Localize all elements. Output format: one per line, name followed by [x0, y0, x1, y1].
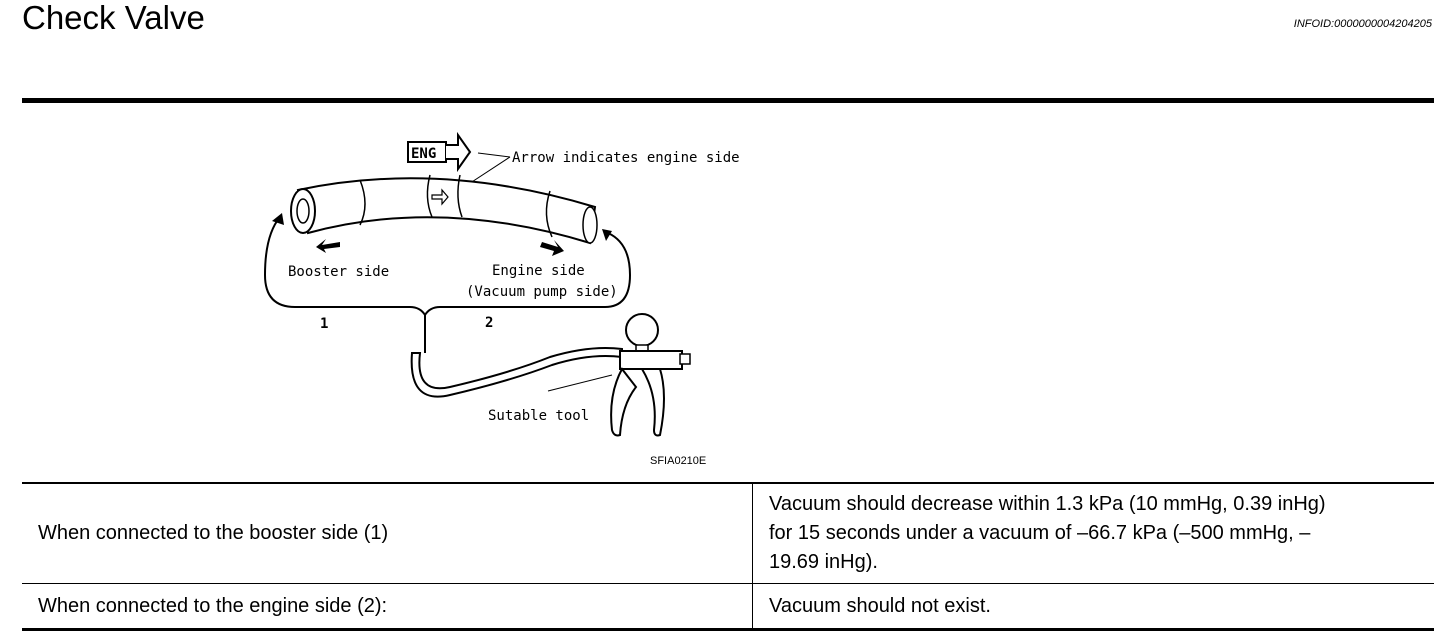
vacuum-pump-icon	[610, 313, 691, 437]
check-valve-diagram: ENG Arrow indicates engine side Booster …	[263, 131, 740, 437]
result-line: for 15 seconds under a vacuum of –66.7 k…	[769, 522, 1311, 544]
arrow-note: Arrow indicates engine side	[512, 150, 740, 166]
port-2-label: 2	[485, 315, 493, 331]
eng-arrow-icon	[407, 131, 472, 173]
result-line: Vacuum should decrease within 1.3 kPa (1…	[769, 493, 1326, 515]
engine-side-sublabel: (Vacuum pump side)	[466, 284, 618, 300]
figure-code: SFIA0210E	[650, 455, 707, 467]
booster-side-label: Booster side	[288, 264, 389, 280]
check-valve-hose	[290, 174, 598, 245]
tool-label: Sutable tool	[488, 408, 589, 424]
condition-cell: When connected to the booster side (1)	[22, 482, 753, 584]
page-title: Check Valve	[22, 0, 205, 36]
booster-flow-icon	[316, 239, 340, 253]
header-rule	[22, 98, 1434, 103]
table-row: When connected to the booster side (1) V…	[22, 482, 1434, 584]
result-line: 19.69 inHg).	[769, 551, 878, 573]
condition-cell: When connected to the engine side (2):	[22, 583, 753, 631]
table-row: When connected to the engine side (2): V…	[22, 583, 1434, 631]
result-cell: Vacuum should decrease within 1.3 kPa (1…	[752, 482, 1434, 584]
result-cell: Vacuum should not exist.	[752, 583, 1434, 631]
port-1-label: 1	[320, 316, 328, 332]
engine-side-label: Engine side	[492, 263, 585, 279]
eng-badge-text: ENG	[411, 146, 436, 162]
info-id: INFOID:0000000004204205	[1293, 18, 1432, 30]
engine-flow-icon	[540, 240, 564, 256]
check-valve-spec-table: When connected to the booster side (1) V…	[22, 482, 1434, 631]
